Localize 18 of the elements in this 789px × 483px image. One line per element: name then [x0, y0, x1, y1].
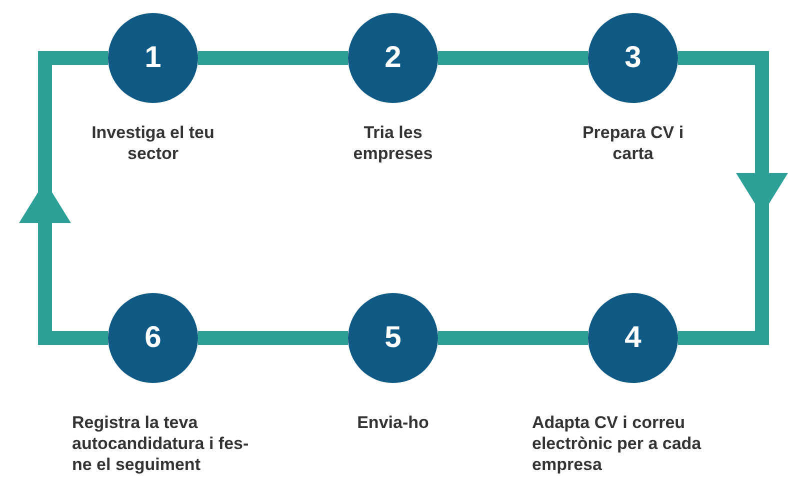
step-number: 3 — [624, 41, 642, 75]
connector-line — [438, 51, 588, 65]
step-label: Adapta CV i correu electrònic per a cada empresa — [532, 412, 702, 475]
step-number: 1 — [144, 41, 162, 75]
step-label: Investiga el teu sector — [90, 122, 216, 164]
step-number: 2 — [384, 41, 402, 75]
step-label: Prepara CV i carta — [581, 122, 685, 164]
step-label: Envia-ho — [356, 412, 430, 433]
connector-line — [198, 51, 348, 65]
arrow — [19, 51, 108, 345]
connector-line — [438, 331, 588, 345]
step-number: 5 — [384, 321, 402, 355]
step-number: 4 — [624, 321, 642, 355]
step-label: Tria les empreses — [352, 122, 434, 164]
arrow — [678, 51, 788, 345]
connector-line — [198, 331, 348, 345]
step-label: Registra la teva autocandidatura i fes-ne el seguiment — [72, 412, 250, 475]
step-number: 6 — [144, 321, 162, 355]
